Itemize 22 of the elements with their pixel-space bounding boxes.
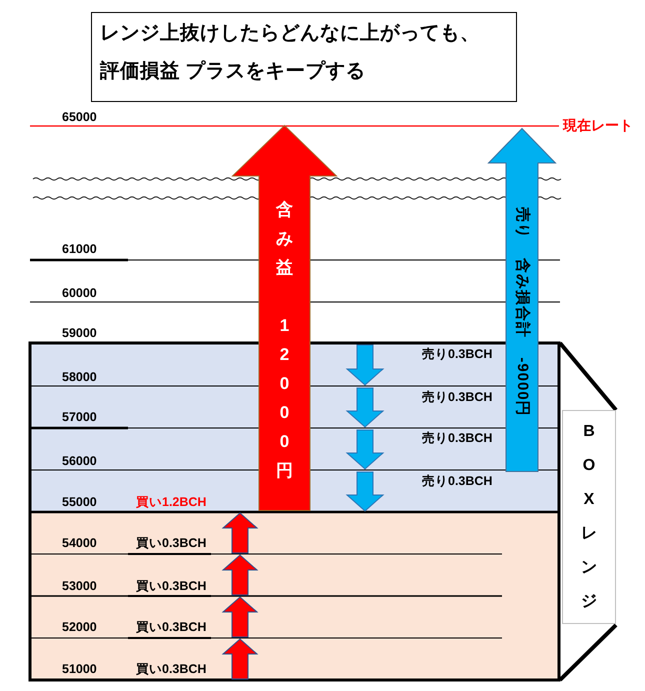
- price-label: 65000: [62, 109, 97, 125]
- rate-label: 現在レート: [563, 117, 633, 133]
- price-label: 51000: [62, 661, 97, 677]
- order-label: 買い1.2BCH: [136, 494, 206, 510]
- price-label: 53000: [62, 578, 97, 594]
- title-box: レンジ上抜けしたらどんなに上がっても、評価損益 プラスをキープする: [91, 12, 517, 102]
- price-label: 61000: [62, 241, 97, 257]
- order-label: 買い0.3BCH: [136, 619, 206, 635]
- order-label: 買い0.3BCH: [136, 661, 206, 677]
- order-label: 買い0.3BCH: [136, 578, 206, 594]
- price-label: 52000: [62, 619, 97, 635]
- price-label: 55000: [62, 494, 97, 510]
- order-label: 買い0.3BCH: [136, 535, 206, 551]
- price-label: 57000: [62, 409, 97, 425]
- price-label: 58000: [62, 369, 97, 385]
- price-label: 56000: [62, 453, 97, 469]
- price-label: 54000: [62, 535, 97, 551]
- label-box: BOXレンジ: [562, 410, 616, 624]
- price-label: 59000: [62, 325, 97, 341]
- price-label: 60000: [62, 285, 97, 301]
- order-label: 売り0.3BCH: [422, 473, 492, 489]
- pointed-bar: 含み益 12000円: [232, 125, 337, 511]
